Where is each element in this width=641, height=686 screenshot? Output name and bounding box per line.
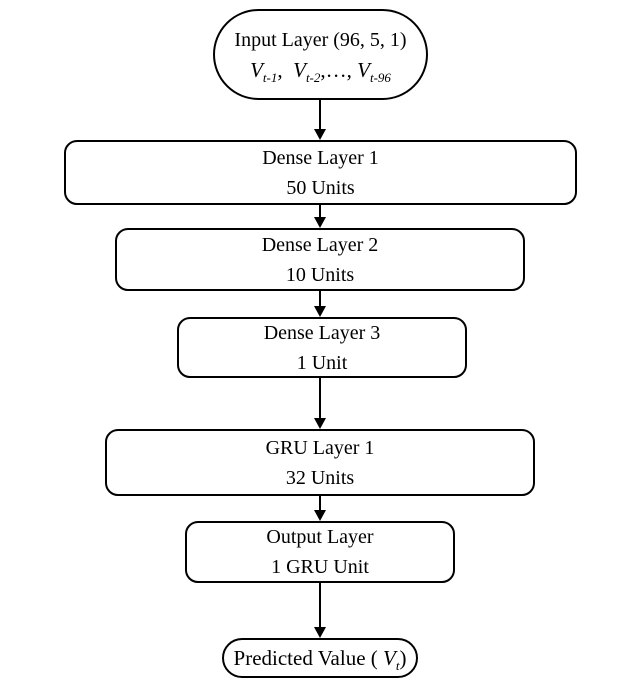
- arrow-line: [319, 205, 321, 217]
- arrow-input-to-dense1: [313, 100, 327, 140]
- node-gru-layer-1: GRU Layer 1 32 Units: [105, 429, 535, 496]
- arrow-line: [319, 583, 321, 627]
- arrow-output-to-predicted: [313, 583, 327, 638]
- node-title: Output Layer: [266, 526, 374, 548]
- node-title: Dense Layer 1: [262, 146, 379, 169]
- node-subtitle: 1 Unit: [296, 351, 348, 374]
- node-dense-layer-3: Dense Layer 3 1 Unit: [177, 317, 467, 378]
- arrow-line: [319, 378, 321, 418]
- node-subtitle: 1 GRU Unit: [271, 556, 369, 578]
- node-subtitle: 50 Units: [286, 176, 355, 199]
- arrow-dense3-to-gru1: [313, 378, 327, 429]
- node-predicted-value: Predicted Value ( Vt): [222, 638, 418, 678]
- node-subtitle: 10 Units: [285, 263, 355, 286]
- arrow-head-icon: [314, 217, 326, 228]
- arrow-head-icon: [314, 129, 326, 140]
- arrow-dense1-to-dense2: [313, 205, 327, 228]
- arrow-head-icon: [314, 306, 326, 317]
- node-output-layer: Output Layer 1 GRU Unit: [185, 521, 455, 583]
- node-title-math: Predicted Value ( Vt): [233, 646, 407, 674]
- arrow-line: [319, 100, 321, 129]
- arrow-line: [319, 291, 321, 306]
- arrow-line: [319, 496, 321, 510]
- node-dense-layer-1: Dense Layer 1 50 Units: [64, 140, 577, 205]
- node-dense-layer-2: Dense Layer 2 10 Units: [115, 228, 525, 291]
- arrow-head-icon: [314, 418, 326, 429]
- node-subtitle-math: Vt-1, Vt-2,…, Vt-96: [250, 57, 391, 85]
- node-title: Dense Layer 2: [261, 233, 379, 256]
- arrow-dense2-to-dense3: [313, 291, 327, 317]
- node-title: GRU Layer 1: [265, 436, 375, 459]
- arrow-gru1-to-output: [313, 496, 327, 521]
- arrow-head-icon: [314, 510, 326, 521]
- node-input-layer: Input Layer (96, 5, 1) Vt-1, Vt-2,…, Vt-…: [213, 9, 428, 100]
- node-subtitle: 32 Units: [285, 466, 355, 489]
- node-title: Dense Layer 3: [263, 321, 381, 344]
- node-title: Input Layer (96, 5, 1): [234, 28, 407, 51]
- arrow-head-icon: [314, 627, 326, 638]
